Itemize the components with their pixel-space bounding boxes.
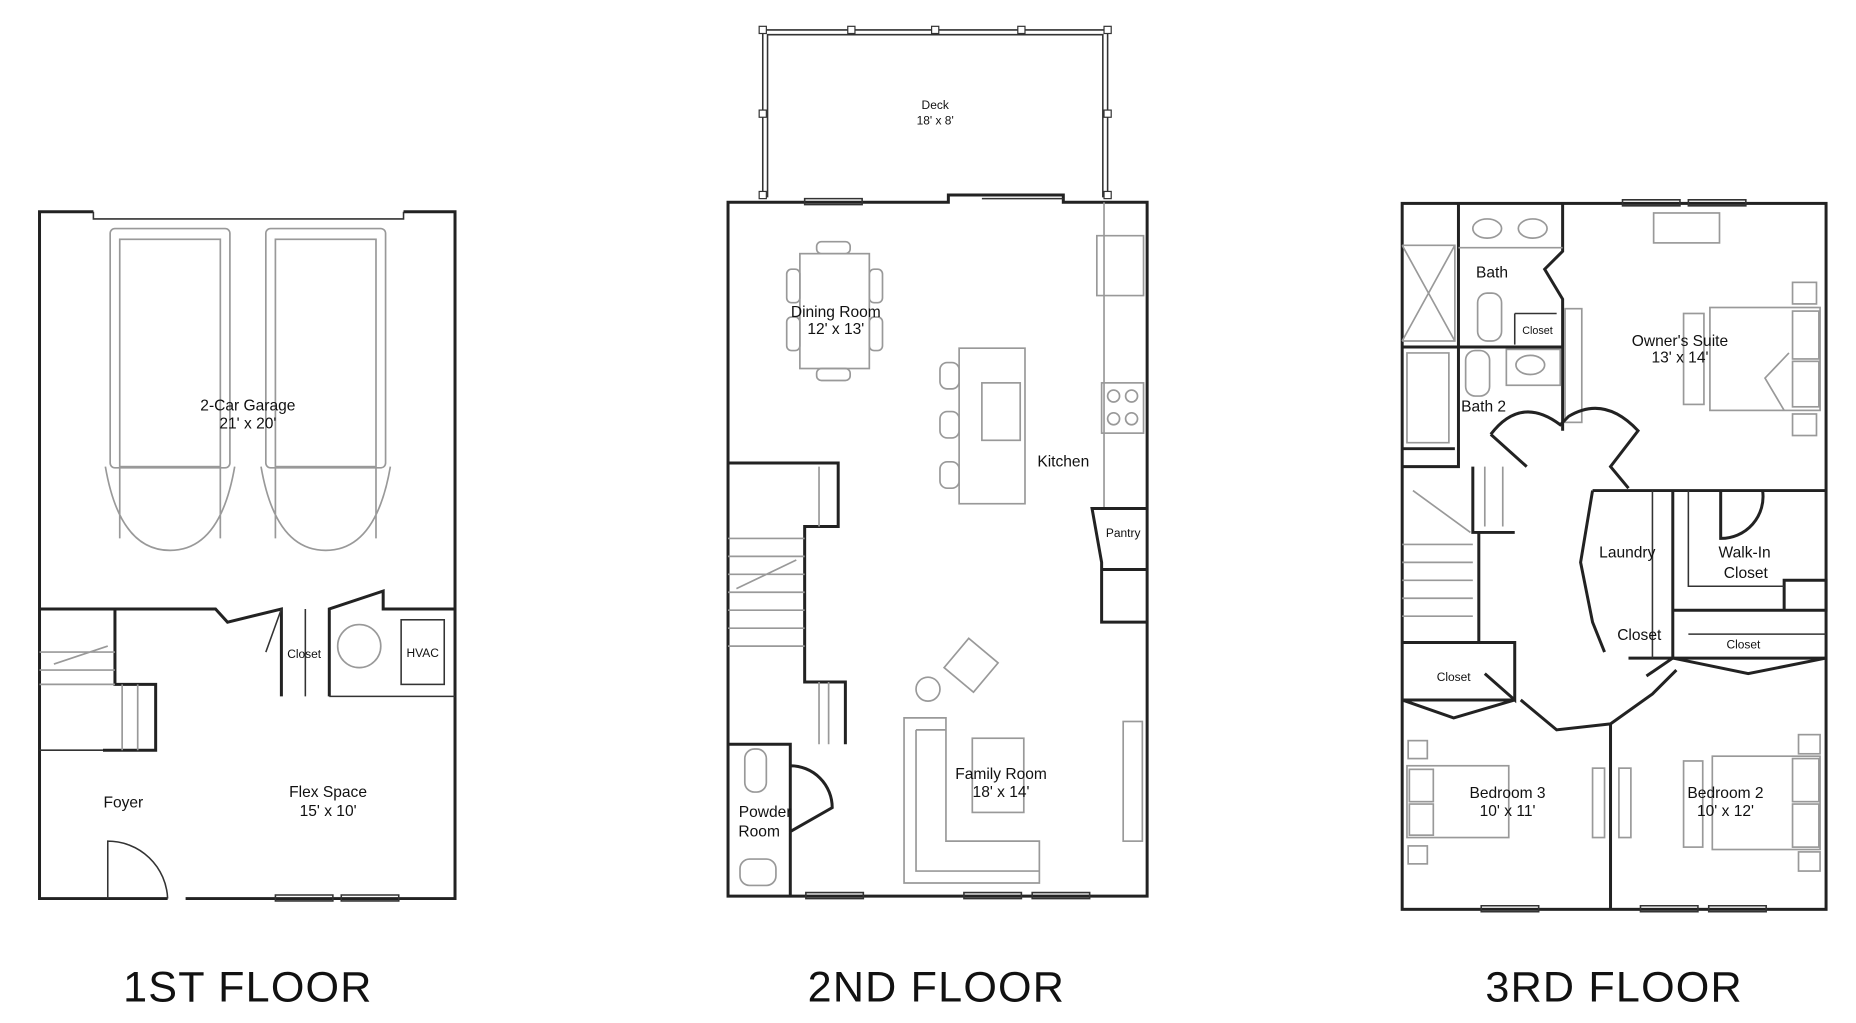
room-name: Bedroom 2 bbox=[1687, 785, 1763, 802]
stove bbox=[1100, 382, 1145, 434]
sinks bbox=[1471, 218, 1562, 387]
bath-walls bbox=[1402, 203, 1565, 469]
room-dims: 21' x 20' bbox=[219, 415, 276, 432]
bedroom-doors bbox=[1401, 668, 1678, 732]
room-name: Closet bbox=[287, 647, 322, 661]
desk bbox=[1652, 212, 1721, 244]
deck bbox=[758, 25, 1112, 200]
exterior-walls bbox=[38, 210, 457, 901]
room-dims: 15' x 10' bbox=[300, 803, 357, 820]
first-floor-plan: 2-Car Garage 21' x 20' Closet HVAC Foyer… bbox=[38, 210, 457, 1011]
third-floor-plan: Bath Closet Owner's Suite 13' x 14' Bath… bbox=[1400, 199, 1828, 1011]
room-name: Foyer bbox=[103, 795, 143, 812]
room-name: Walk-In bbox=[1719, 545, 1771, 562]
room-name: Kitchen bbox=[1037, 454, 1089, 471]
room-name-line2: Closet bbox=[1724, 565, 1769, 582]
water-heater-icon bbox=[336, 623, 382, 669]
room-name: Pantry bbox=[1106, 526, 1141, 540]
shower-tub bbox=[1401, 244, 1563, 444]
room-name: Bath 2 bbox=[1461, 399, 1506, 416]
room-name: Owner's Suite bbox=[1632, 333, 1728, 350]
bedroom-3-bed bbox=[1406, 739, 1632, 865]
room-name: Closet bbox=[1437, 670, 1472, 684]
owner-bed bbox=[1682, 281, 1821, 437]
garage-door bbox=[92, 211, 405, 220]
room-name: Closet bbox=[1617, 627, 1662, 644]
bedroom-2-bed bbox=[1682, 733, 1821, 872]
room-dims: 12' x 13' bbox=[807, 321, 864, 338]
room-dims: 18' x 8' bbox=[917, 113, 954, 127]
room-name: 2-Car Garage bbox=[200, 397, 295, 414]
toilet-icon bbox=[1464, 349, 1491, 397]
windows bbox=[274, 894, 400, 902]
car-outline bbox=[104, 227, 392, 552]
room-name: Laundry bbox=[1599, 545, 1655, 562]
stairs bbox=[1402, 466, 1504, 618]
room-name: Powder bbox=[739, 804, 792, 821]
room-name: Bedroom 3 bbox=[1470, 785, 1546, 802]
windows bbox=[803, 197, 1091, 900]
floor-title: 3RD FLOOR bbox=[1485, 963, 1742, 1011]
exterior-walls bbox=[1400, 201, 1828, 911]
floor-title: 2ND FLOOR bbox=[808, 963, 1065, 1011]
toilet-icon bbox=[743, 748, 768, 793]
toilet-icon bbox=[1476, 292, 1503, 342]
hvac-unit bbox=[400, 619, 446, 686]
exterior-walls bbox=[726, 193, 1149, 898]
room-name: Bath bbox=[1476, 265, 1508, 282]
room-dims: 10' x 11' bbox=[1480, 803, 1536, 820]
stair-walls bbox=[728, 461, 847, 745]
sink-icon bbox=[739, 858, 777, 887]
garage-wall bbox=[39, 588, 456, 697]
hall-walls bbox=[1402, 466, 1827, 910]
room-name: HVAC bbox=[407, 646, 440, 660]
stair-wall bbox=[102, 609, 158, 752]
room-name: Closet bbox=[1522, 325, 1553, 337]
laundry-walls bbox=[1579, 489, 1828, 660]
windows bbox=[1480, 199, 1767, 913]
stairs bbox=[39, 645, 139, 751]
room-name: Deck bbox=[922, 98, 949, 112]
room-name: Family Room bbox=[955, 766, 1047, 783]
second-floor-plan: Dining Room 12' x 13' Deck 18' x 8' Kitc… bbox=[726, 25, 1149, 1011]
floor-title: 1ST FLOOR bbox=[123, 963, 372, 1011]
kitchen-counter bbox=[1095, 202, 1145, 509]
closet-walls bbox=[265, 608, 456, 698]
stairs bbox=[728, 466, 830, 745]
burners bbox=[1106, 389, 1139, 426]
room-name: Closet bbox=[1726, 638, 1761, 652]
pantry-walls bbox=[1090, 507, 1148, 624]
doors bbox=[1489, 406, 1641, 490]
room-dims: 13' x 14' bbox=[1651, 350, 1708, 367]
room-name: Dining Room bbox=[791, 304, 881, 321]
room-dims: 18' x 14' bbox=[973, 784, 1030, 801]
dining-table bbox=[785, 240, 884, 382]
mirror bbox=[1564, 307, 1583, 424]
room-name-line2: Room bbox=[738, 823, 780, 840]
powder-room-walls bbox=[728, 742, 834, 897]
sofa bbox=[903, 637, 1041, 884]
kitchen-island bbox=[939, 347, 1026, 505]
front-door[interactable] bbox=[106, 840, 169, 899]
tv-icon bbox=[1122, 720, 1144, 842]
room-name: Flex Space bbox=[289, 784, 367, 801]
room-dims: 10' x 12' bbox=[1697, 803, 1754, 820]
